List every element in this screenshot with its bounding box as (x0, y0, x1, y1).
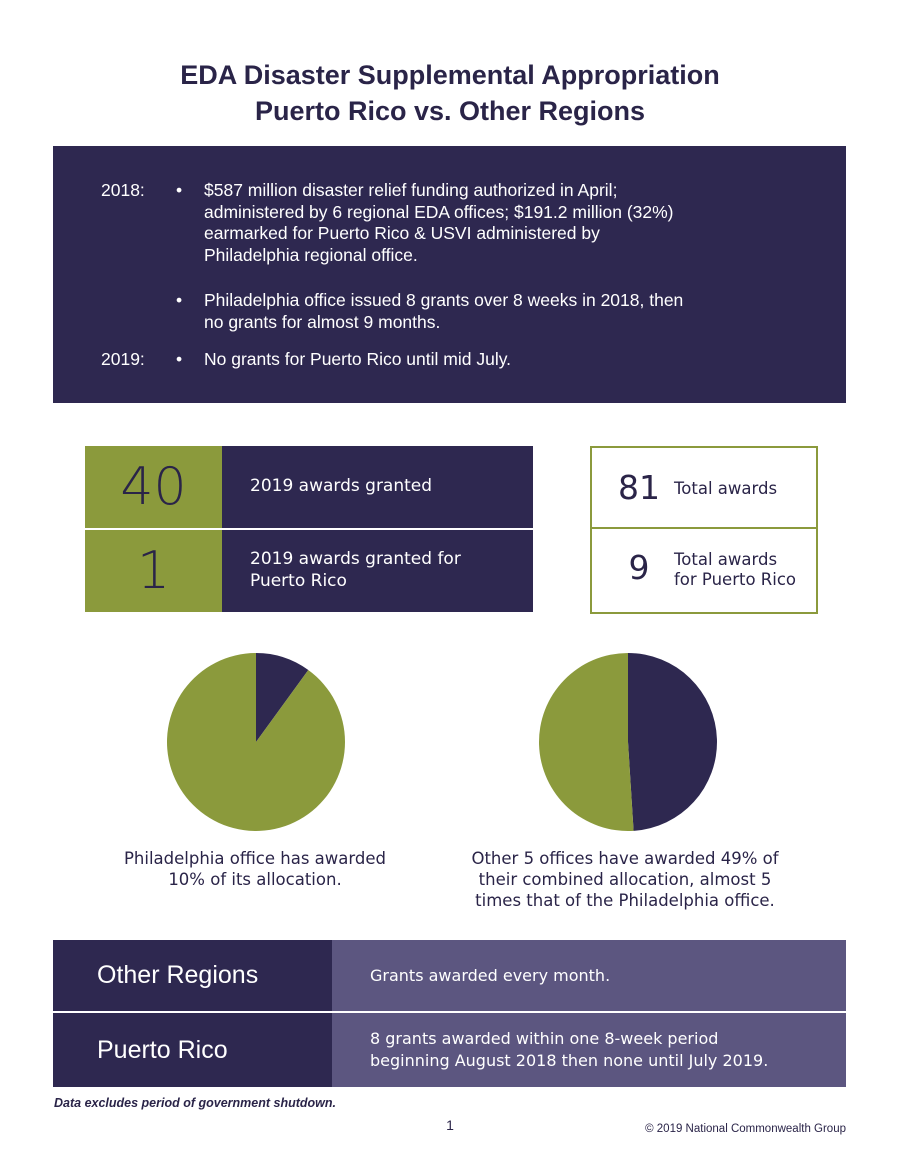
year-2018-label: 2018: (101, 180, 145, 200)
desc-line: 8 grants awarded within one 8-week perio… (370, 1029, 719, 1048)
page-title-line-1: EDA Disaster Supplemental Appropriation (180, 60, 720, 90)
desc-line: beginning August 2018 then none until Ju… (370, 1051, 769, 1070)
stat-label-line: Puerto Rico (250, 571, 347, 591)
stat-2019-pr-awards-label: 2019 awards granted for Puerto Rico (250, 548, 510, 592)
stat-total-awards-label: Total awards (674, 479, 814, 499)
stat-total-awards-number: 81 (618, 468, 660, 507)
stat-total-pr-awards-number: 9 (628, 548, 650, 587)
pie-slice-awarded (256, 653, 309, 742)
pie-slice-remaining (538, 653, 634, 831)
copyright: © 2019 National Commonwealth Group (645, 1123, 846, 1135)
bullet-line: Philadelphia office issued 8 grants over… (204, 290, 684, 310)
pie-caption-philadelphia: Philadelphia office has awarded 10% of i… (90, 848, 420, 890)
divider (53, 1011, 846, 1013)
stat-label-line: Total awards (674, 550, 778, 569)
footnote: Data excludes period of government shutd… (54, 1096, 336, 1110)
divider (592, 527, 816, 529)
bullet-line: no grants for almost 9 months. (204, 311, 441, 332)
pie-slice-remaining (166, 653, 345, 831)
bullet-icon: • (176, 349, 183, 369)
region-puerto-rico-desc: 8 grants awarded within one 8-week perio… (332, 1013, 846, 1087)
comparison-table: Other Regions Grants awarded every month… (53, 940, 846, 1087)
caption-line: their combined allocation, almost 5 (478, 870, 772, 889)
bullet-2019-none: No grants for Puerto Rico until mid July… (204, 349, 512, 369)
bullet-line: administered by 6 regional EDA offices; … (204, 201, 674, 222)
stat-2019-awards-label: 2019 awards granted (250, 475, 510, 497)
pie-chart-other-offices (538, 653, 717, 831)
bullet-line: $587 million disaster relief funding aut… (204, 180, 618, 200)
pie-chart-philadelphia (166, 653, 345, 831)
stat-label-line: 2019 awards granted for (250, 549, 461, 569)
summary-box: 2018: • $587 million disaster relief fun… (53, 146, 846, 403)
stats-total-panel: 81 Total awards 9 Total awards for Puert… (590, 446, 818, 614)
stats-2019-panel: 40 2019 awards granted 1 2019 awards gra… (85, 446, 533, 612)
stat-total-pr-awards-label: Total awards for Puerto Rico (674, 550, 814, 590)
caption-line: Philadelphia office has awarded (123, 849, 386, 868)
bullet-icon: • (176, 180, 183, 200)
stat-2019-awards-number: 40 (85, 446, 222, 528)
stat-2019-pr-awards-number: 1 (85, 530, 222, 612)
stat-label-line: for Puerto Rico (674, 570, 797, 589)
caption-line: 10% of its allocation. (168, 870, 342, 889)
page-title-line-2: Puerto Rico vs. Other Regions (254, 96, 646, 126)
caption-line: times that of the Philadelphia office. (475, 891, 775, 910)
region-other-regions: Other Regions (53, 940, 332, 1011)
bullet-icon: • (176, 290, 183, 310)
bullet-2018-funding: $587 million disaster relief funding aut… (204, 180, 824, 266)
page-number: 1 (446, 1117, 454, 1133)
pie-slice-awarded (628, 653, 717, 831)
divider (85, 528, 533, 530)
bullet-2018-grants: Philadelphia office issued 8 grants over… (204, 290, 824, 333)
stat-label-line: 2019 awards granted (250, 476, 433, 496)
year-2019-label: 2019: (101, 349, 145, 369)
stat-label-line: Total awards (674, 479, 778, 498)
pie-caption-other-offices: Other 5 offices have awarded 49% of thei… (440, 848, 810, 911)
region-puerto-rico: Puerto Rico (53, 1013, 332, 1087)
bullet-line: earmarked for Puerto Rico & USVI adminis… (204, 223, 600, 243)
caption-line: Other 5 offices have awarded 49% of (471, 849, 779, 868)
desc-line: Grants awarded every month. (370, 965, 611, 985)
region-other-regions-desc: Grants awarded every month. (332, 940, 846, 1011)
bullet-line: Philadelphia regional office. (204, 244, 418, 265)
